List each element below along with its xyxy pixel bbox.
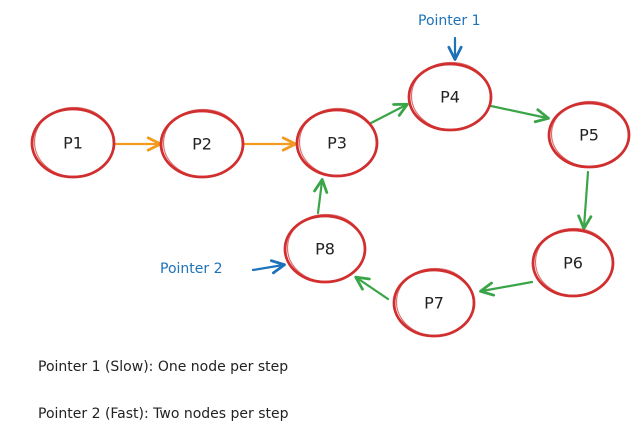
pointer-1: Pointer 1 — [418, 13, 481, 61]
pointer-arrow — [251, 259, 286, 275]
pointer-label: Pointer 2 — [160, 261, 223, 277]
node-label: P6 — [563, 254, 583, 273]
edge-p8-to-p3 — [313, 178, 329, 215]
node-p3: P3 — [295, 107, 379, 178]
node-p7: P7 — [392, 267, 476, 338]
node-p5: P5 — [547, 100, 631, 169]
node-label: P7 — [424, 294, 444, 313]
node-circle-sketch — [410, 61, 492, 131]
node-label: P5 — [579, 126, 599, 145]
node-label: P1 — [63, 134, 83, 153]
node-p6: P6 — [531, 227, 615, 298]
legend-fast-pointer: Pointer 2 (Fast): Two nodes per step — [38, 406, 289, 422]
edge-p6-to-p7 — [479, 280, 534, 297]
node-circle-sketch — [534, 227, 614, 297]
node-circle-sketch — [33, 106, 115, 178]
node-p8: P8 — [283, 213, 367, 284]
edge-p4-to-p5 — [489, 104, 550, 124]
edge-p5-to-p6 — [577, 170, 593, 230]
node-label: P2 — [192, 135, 212, 154]
legend-slow-pointer: Pointer 1 (Slow): One node per step — [38, 359, 289, 375]
edge-p7-to-p8 — [354, 275, 390, 301]
node-label: P3 — [327, 134, 347, 153]
node-p4: P4 — [407, 61, 493, 132]
node-label: P4 — [440, 88, 460, 107]
node-circle-sketch — [395, 267, 475, 337]
pointer-label: Pointer 1 — [418, 13, 481, 29]
node-circle-sketch — [298, 107, 378, 177]
edges — [113, 102, 593, 301]
node-circle-sketch — [550, 100, 630, 168]
node-p2: P2 — [159, 108, 245, 179]
pointers: Pointer 1 Pointer 2 — [160, 13, 481, 277]
edge-p3-to-p4 — [369, 102, 409, 125]
node-label: P8 — [315, 240, 335, 259]
node-p1: P1 — [30, 106, 116, 179]
pointer-2: Pointer 2 — [160, 259, 286, 277]
node-circle-sketch — [162, 108, 244, 178]
node-circle-sketch — [286, 213, 366, 283]
